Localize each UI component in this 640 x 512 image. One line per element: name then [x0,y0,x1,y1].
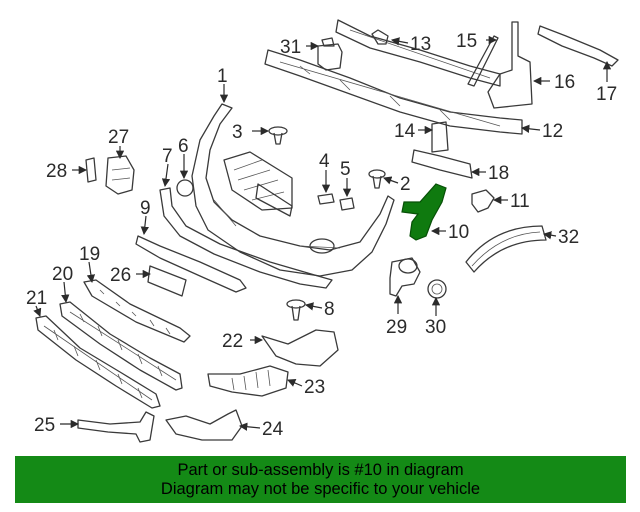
callout-16: 16 [554,72,575,93]
part-3-clip [268,126,288,145]
callout-9: 9 [140,198,151,219]
part-26-plate-base [147,265,187,297]
callout-8: 8 [324,299,335,320]
part-27-sensor-holder [105,155,135,195]
callout-26: 26 [110,265,131,286]
callout-11: 11 [510,191,530,212]
callout-13: 13 [410,34,431,55]
part-12-bumper-carrier [264,49,523,135]
callout-14: 14 [394,121,416,142]
part-upper-beam [335,19,501,87]
part-21-grille [35,315,161,409]
callout-22: 22 [222,331,243,352]
callout-20: 20 [52,264,73,285]
banner-line-2: Diagram may not be specific to your vehi… [160,479,481,498]
callout-18: 18 [488,163,509,184]
part-17-trim [537,25,619,67]
callout-3: 3 [232,122,243,143]
part-10-bracket-highlighted [401,183,447,241]
part-13-bracket [371,29,389,45]
part-11-bracket [471,189,495,213]
part-22-air-duct [261,329,339,367]
part-2-clip [368,169,386,189]
callout-1: 1 [217,66,228,87]
callout-6: 6 [178,136,189,157]
callout-4: 4 [319,151,330,172]
part-5-cover [339,197,355,211]
part-31-horn [317,37,343,71]
part-24-trim [165,409,243,441]
callout-25: 25 [34,415,55,436]
part-16-bracket [487,21,533,109]
callout-5: 5 [340,159,351,180]
leader-lines [33,35,612,431]
callout-numbers: 1 2 3 4 5 6 7 8 9 10 11 12 13 14 15 16 1… [26,31,617,440]
part-14-guide [431,121,449,153]
part-28-seal [85,157,97,183]
part-23-fog-grille [207,365,289,397]
part-7-spoiler [159,187,333,289]
part-6-cap [176,179,194,197]
info-banner: Part or sub-assembly is #10 in diagram D… [15,456,626,503]
callout-19: 19 [79,244,100,265]
callout-31: 31 [280,37,301,58]
callout-12: 12 [542,121,563,142]
callout-17: 17 [596,84,617,105]
callout-30: 30 [425,317,446,338]
callout-29: 29 [386,317,407,338]
callout-15: 15 [456,31,477,52]
parts-diagram: 1 2 3 4 5 6 7 8 9 10 11 12 13 14 15 16 1… [26,19,619,443]
banner-line-1: Part or sub-assembly is #10 in diagram [177,460,464,479]
part-18-absorber [411,149,473,179]
callout-27: 27 [108,127,129,148]
part-32-wheel-arch-trim [465,225,547,273]
part-8-clip [286,299,306,321]
callout-32: 32 [558,227,579,248]
part-19-grille [83,279,191,343]
part-1-bumper-cover [191,103,395,277]
callout-10: 10 [448,222,469,243]
callout-24: 24 [262,419,284,440]
part-30-ring [427,279,447,299]
part-4-cover [317,193,335,205]
callout-28: 28 [46,161,67,182]
callout-23: 23 [304,377,325,398]
callout-7: 7 [162,146,173,167]
callout-2: 2 [400,174,411,195]
callout-21: 21 [26,288,47,309]
part-9-trim-strip [135,235,247,293]
part-29-sensor [389,257,421,297]
part-20-grille [59,301,183,391]
part-25-trim [77,411,155,443]
